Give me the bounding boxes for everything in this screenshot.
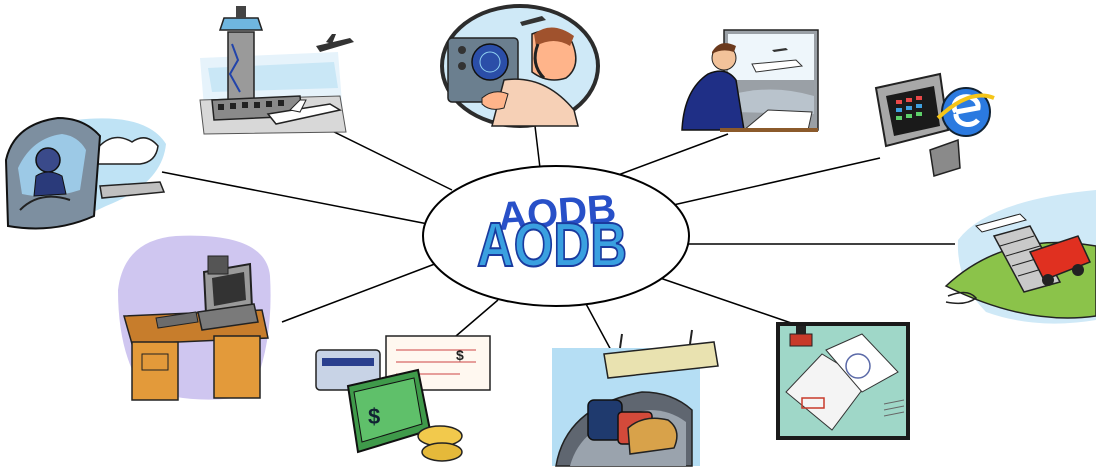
air-traffic-controller-icon	[440, 4, 600, 128]
baggage-carousel-icon	[552, 329, 719, 467]
hub-label: AODB	[477, 211, 627, 280]
connector-operations-officer	[609, 133, 729, 179]
internet-explorer-icon	[874, 72, 995, 177]
connector-web-browser	[659, 157, 881, 209]
hub-label-shadow: AODB	[497, 187, 618, 239]
connector-finance	[455, 299, 499, 337]
svg-text:$: $	[368, 404, 380, 429]
connector-pilot	[161, 171, 429, 225]
passport-documents-icon	[776, 322, 910, 440]
pilot-cockpit-icon	[4, 116, 166, 230]
connector-control-tower	[321, 125, 453, 191]
connector-baggage	[584, 301, 613, 353]
hub-ellipse	[422, 165, 690, 307]
connector-lines	[161, 125, 955, 353]
connector-air-traffic-controller	[534, 125, 541, 169]
connector-documents	[659, 277, 801, 327]
airport-control-tower-icon	[199, 6, 354, 135]
aodb-hub: AODB AODB	[422, 165, 690, 307]
connector-workstation	[281, 261, 441, 323]
aircraft-stair-truck-icon	[944, 190, 1096, 324]
computer-desk-icon	[118, 235, 271, 401]
businessman-at-window-icon	[681, 29, 819, 132]
svg-text:$: $	[456, 347, 464, 363]
money-and-cheque-icon: $ $	[315, 335, 491, 462]
